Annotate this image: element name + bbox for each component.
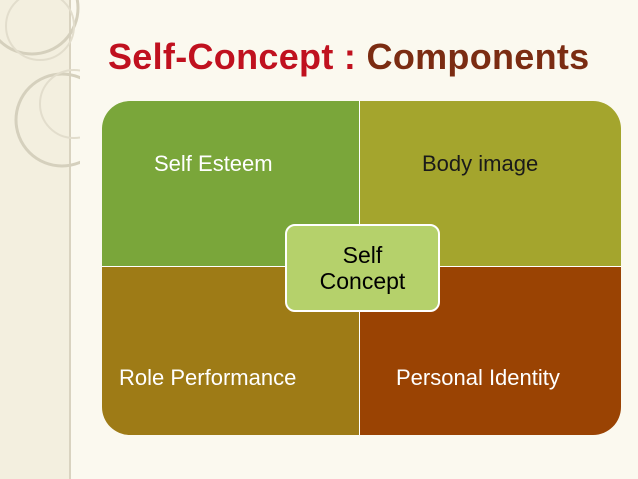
decorative-circles [0, 0, 80, 168]
quadrant-label: Self Esteem [154, 151, 273, 176]
left-decor-stripe [0, 0, 70, 479]
center-label-line-1: Self [342, 242, 383, 268]
stripe-divider [69, 0, 71, 479]
center-self-concept-box: Self Concept [285, 224, 440, 312]
slide-title: Self-Concept : Components [108, 36, 590, 78]
center-label-line-2: Concept [319, 268, 406, 294]
components-matrix: Self Esteem Body image Role Performance … [102, 101, 621, 435]
quadrant-role-performance: Role Performance [102, 267, 360, 435]
title-part-2: Components [366, 36, 590, 77]
title-part-1: Self-Concept : [108, 36, 367, 77]
quadrant-label: Body image [422, 151, 539, 176]
quadrant-label: Role Performance [119, 365, 297, 390]
quadrant-label: Personal Identity [396, 365, 560, 390]
quadrant-self-esteem: Self Esteem [102, 101, 360, 267]
